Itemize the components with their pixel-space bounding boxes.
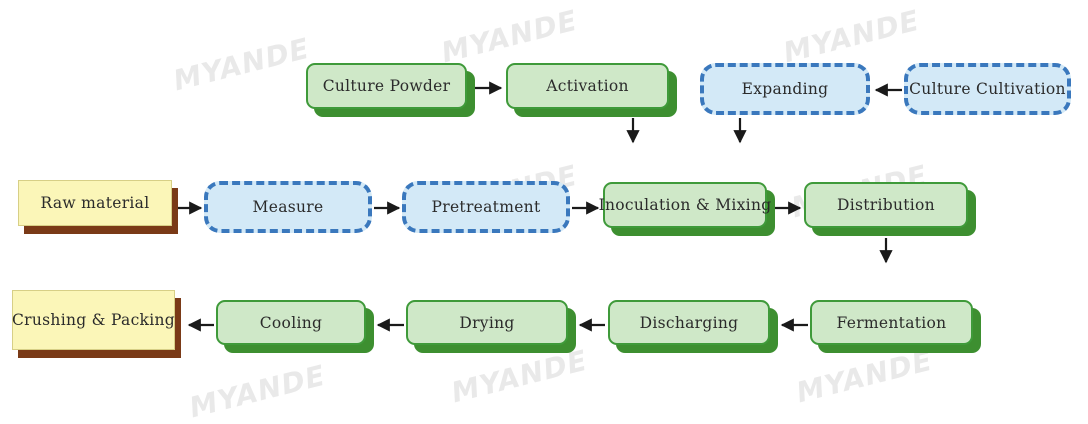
node-discharging: Discharging: [608, 300, 770, 345]
node-drying: Drying: [406, 300, 568, 345]
node-crushing-packing: Crushing & Packing: [12, 290, 175, 350]
node-fermentation: Fermentation: [810, 300, 973, 345]
node-pretreatment: Pretreatment: [402, 181, 570, 233]
node-activation: Activation: [506, 63, 669, 109]
node-cooling: Cooling: [216, 300, 366, 345]
node-culture-cultivation: Culture Cultivation: [904, 63, 1071, 115]
node-culture-powder: Culture Powder: [306, 63, 467, 109]
node-expanding: Expanding: [700, 63, 870, 115]
node-inoculation-mixing: Inoculation & Mixing: [599, 182, 771, 228]
node-measure: Measure: [204, 181, 372, 233]
node-raw-material: Raw material: [18, 180, 172, 226]
node-distribution: Distribution: [804, 182, 968, 228]
